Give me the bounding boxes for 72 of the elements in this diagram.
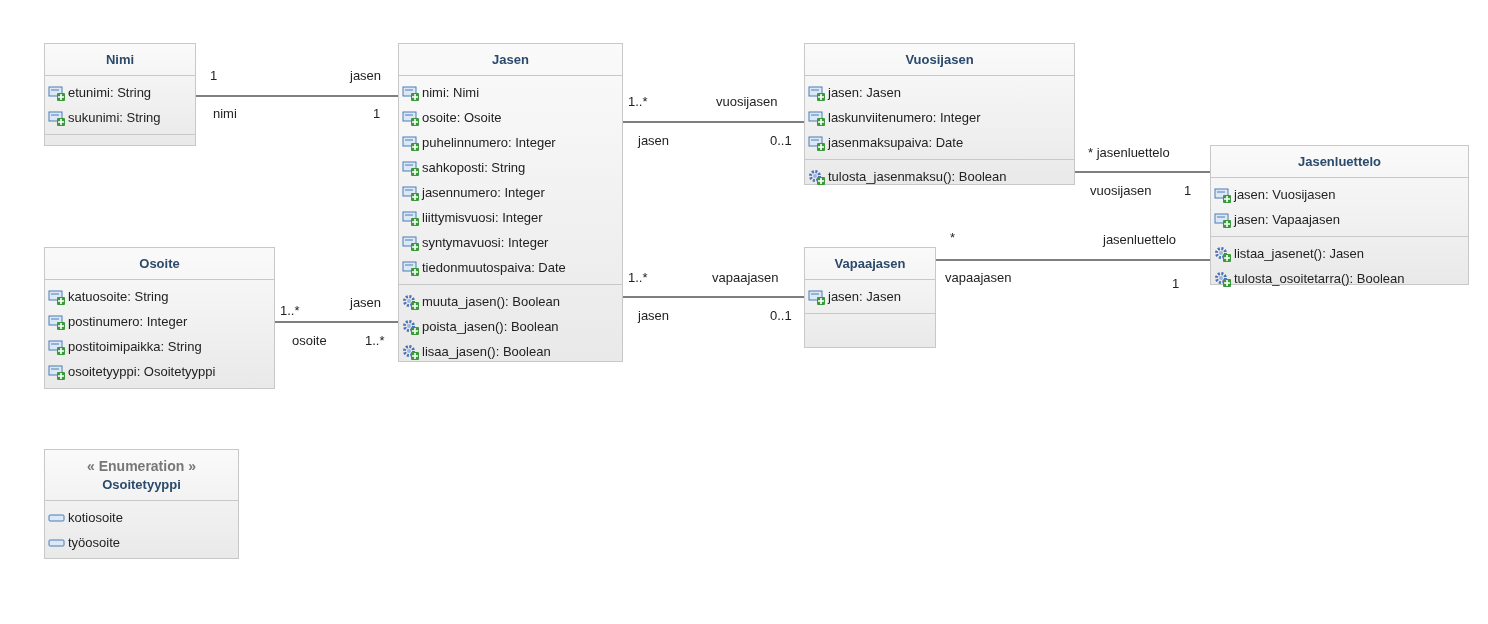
operation-text: listaa_jasenet(): Jasen [1234,246,1365,261]
attribute-text: jasen: Vuosijasen [1234,187,1336,202]
attribute-text: etunimi: String [68,85,152,100]
class-box [1210,145,1469,285]
attribute-text: postinumero: Integer [68,314,188,329]
class-box [804,247,936,348]
association-line [622,296,805,298]
operation-text: tulosta_jasenmaksu(): Boolean [828,169,1007,184]
attribute-text: liittymisvuosi: Integer [422,210,543,225]
association-end-label: jasen [350,68,382,83]
stereotype-text: « Enumeration » [86,458,197,474]
attribute-text: sukunimi: String [68,110,161,125]
association-end-label: 1..* [365,333,385,348]
association-end-label: 1..* [280,303,300,318]
association-end-label: 1 [210,68,218,83]
attribute-text: laskunviitenumero: Integer [828,110,981,125]
enum-literal-text: kotiosoite [68,510,123,525]
class-box [44,43,196,146]
association-end-label: jasen [638,133,670,148]
class-name: Jasenluettelo [1297,154,1382,169]
attribute-text: syntymavuosi: Integer [422,235,549,250]
attribute-text: jasen: Jasen [828,85,901,100]
association-end-label: 0..1 [770,133,792,148]
association-end-label: vapaajasen [945,270,1012,285]
class-name: Vuosijasen [905,52,974,67]
attribute-text: jasenmaksupaiva: Date [828,135,964,150]
association-end-label: jasen [638,308,670,323]
association-line [195,95,399,97]
association-line [622,121,805,123]
association-end-label: 0..1 [770,308,792,323]
class-name: Osoitetyyppi [102,477,181,492]
class-name: Nimi [105,52,135,67]
enum-literal-text: työosoite [68,535,121,550]
class-name: Vapaajasen [834,256,906,271]
attribute-text: osoite: Osoite [422,110,502,125]
association-line [274,321,399,323]
association-end-label: 1 [373,106,381,121]
association-end-label: 1 [1172,276,1180,291]
attribute-text: katuosoite: String [68,289,169,304]
association-end-label: * [950,230,956,245]
class-name: Jasen [492,52,529,67]
class-box [44,247,275,389]
attribute-text: jasen: Jasen [828,289,901,304]
association-end-label: * jasenluettelo [1088,145,1170,160]
class-name: Osoite [139,256,180,271]
operation-text: tulosta_osoitetarra(): Boolean [1234,271,1405,286]
attribute-text: puhelinnumero: Integer [422,135,556,150]
operation-text: muuta_jasen(): Boolean [422,294,561,309]
attribute-text: tiedonmuutospaiva: Date [422,260,566,275]
association-end-label: 1..* [628,270,648,285]
attribute-text: jasennumero: Integer [422,185,545,200]
attribute-text: postitoimipaikka: String [68,339,202,354]
association-end-label: nimi [213,106,237,121]
attribute-text: sahkoposti: String [422,160,526,175]
association-line [1074,171,1211,173]
class-box [44,449,239,559]
association-end-label: 1..* [628,94,648,109]
attribute-text: jasen: Vapaajasen [1234,212,1340,227]
class-box [804,43,1075,185]
operation-text: lisaa_jasen(): Boolean [422,344,551,359]
attribute-text: osoitetyyppi: Osoitetyyppi [68,364,216,379]
operation-text: poista_jasen(): Boolean [422,319,559,334]
association-end-label: vuosijasen [716,94,778,109]
association-line [935,259,1211,261]
association-end-label: 1 [1184,183,1192,198]
association-end-label: vuosijasen [1090,183,1152,198]
association-end-label: jasenluettelo [1103,232,1176,247]
attribute-text: nimi: Nimi [422,85,480,100]
class-box [398,43,623,362]
association-end-label: jasen [350,295,382,310]
association-end-label: osoite [292,333,327,348]
association-end-label: vapaajasen [712,270,779,285]
